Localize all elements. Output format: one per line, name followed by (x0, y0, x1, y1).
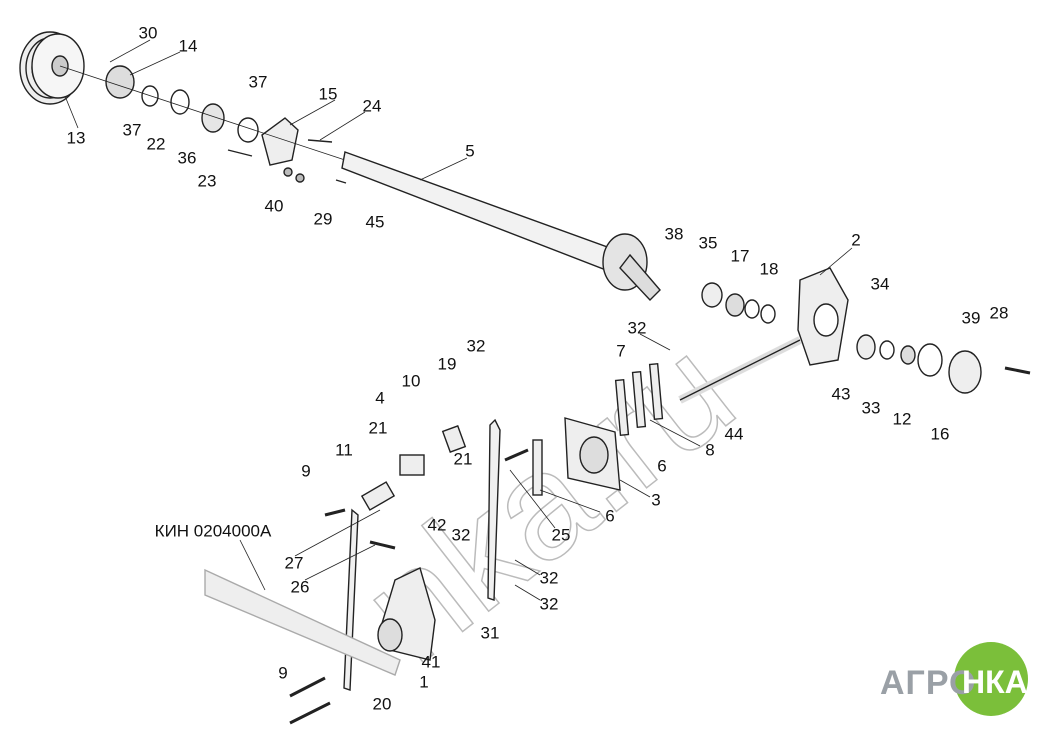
callout-label: 9 (278, 663, 288, 683)
callout-label: 9 (301, 461, 311, 481)
callout-label: 6 (657, 456, 667, 476)
callout-label: 8 (705, 440, 715, 460)
callout-label: 15 (318, 84, 338, 104)
callout-label: 32 (539, 594, 559, 614)
agronka-logo: АГРО НКА (872, 640, 1032, 730)
callout-label: 3 (651, 490, 661, 510)
callout-label: 7 (616, 341, 626, 361)
callout-label: 41 (421, 652, 441, 672)
callout-label: 24 (362, 96, 382, 116)
callout-label: 1 (419, 672, 429, 692)
logo-text-left: АГРО (880, 664, 977, 702)
callout-label: 37 (122, 120, 142, 140)
callout-label: 22 (146, 134, 166, 154)
callout-label: 30 (138, 23, 158, 43)
callout-label: 20 (372, 694, 392, 714)
callout-label: 29 (313, 209, 333, 229)
callout-label: 37 (248, 72, 268, 92)
callout-label: 45 (365, 212, 385, 232)
callout-label: 4 (375, 388, 385, 408)
callout-label: 11 (335, 440, 353, 460)
callout-label: 12 (892, 409, 912, 429)
callout-label: 34 (870, 274, 890, 294)
assembly-code-label: КИН 0204000А (154, 521, 272, 541)
callout-label: 32 (539, 568, 559, 588)
logo-text-right: НКА (962, 664, 1028, 700)
callout-label: 21 (453, 449, 473, 469)
callout-label: 35 (698, 233, 718, 253)
callout-label: 36 (177, 148, 197, 168)
callout-label: 28 (989, 303, 1009, 323)
callout-label: 32 (466, 336, 486, 356)
callout-label: 23 (197, 171, 217, 191)
callout-label: 39 (961, 308, 981, 328)
callout-label: 17 (730, 246, 750, 266)
callout-label: 18 (759, 259, 779, 279)
logo-circle (954, 642, 1028, 716)
callout-label: 33 (861, 398, 881, 418)
callout-label: 21 (368, 418, 388, 438)
callout-label: 14 (178, 36, 198, 56)
callout-label: 27 (284, 553, 304, 573)
callout-label: 6 (605, 506, 615, 526)
callout-label: 16 (930, 424, 950, 444)
callout-label: 42 (427, 515, 447, 535)
callout-label: 43 (831, 384, 851, 404)
callout-label: 38 (664, 224, 684, 244)
callout-label: 44 (724, 424, 744, 444)
callout-label: 40 (264, 196, 284, 216)
callout-label: 13 (66, 128, 86, 148)
callout-label: 32 (627, 318, 647, 338)
callout-label: 10 (401, 371, 421, 391)
callout-label: 31 (480, 623, 500, 643)
callout-label: 26 (290, 577, 310, 597)
callout-label: 2 (851, 230, 861, 250)
pulley-part (19, 31, 85, 105)
callout-label: 32 (451, 525, 471, 545)
callout-label: 5 (465, 141, 475, 161)
callout-label: 25 (551, 525, 571, 545)
callout-label: 19 (437, 354, 457, 374)
